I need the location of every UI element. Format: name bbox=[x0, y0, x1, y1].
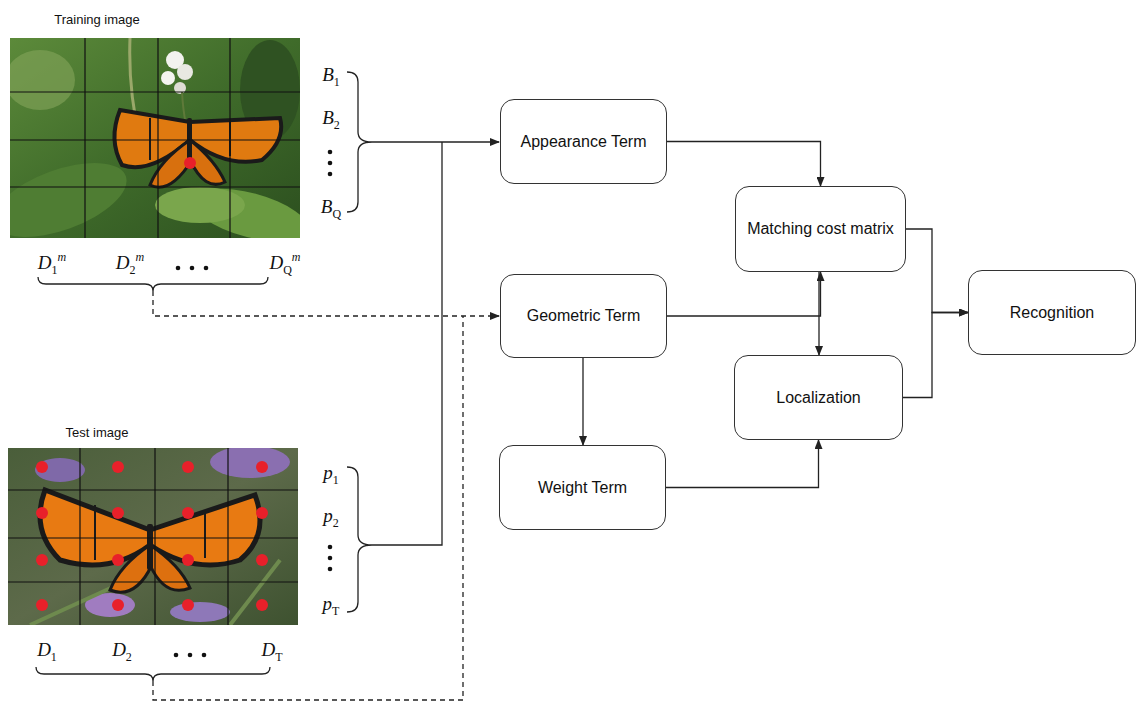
image-title: Test image bbox=[66, 425, 129, 440]
process-box: Matching cost matrix bbox=[735, 186, 906, 272]
connector-arrow bbox=[903, 313, 968, 398]
point-label: pT bbox=[323, 593, 340, 619]
box-text: Recognition bbox=[1010, 303, 1095, 322]
ellipsis-dots bbox=[174, 150, 333, 658]
box-text: Geometric Term bbox=[527, 306, 641, 325]
box-text: Localization bbox=[776, 388, 861, 407]
process-box: Recognition bbox=[968, 270, 1136, 355]
process-box: Appearance Term bbox=[500, 99, 667, 184]
descriptor-label: D1m bbox=[38, 250, 66, 277]
sample-points bbox=[36, 461, 268, 611]
test-photo bbox=[8, 448, 298, 625]
block-label: BQ bbox=[321, 196, 341, 222]
descriptor-label: D2 bbox=[112, 639, 132, 665]
process-box: Localization bbox=[734, 355, 903, 440]
image-title: Training image bbox=[54, 12, 140, 27]
connector-arrow bbox=[818, 272, 819, 355]
descriptor-label: DT bbox=[261, 639, 282, 665]
box-text: Weight Term bbox=[538, 478, 627, 497]
box-text: Matching cost matrix bbox=[747, 219, 894, 238]
process-box: Weight Term bbox=[499, 445, 666, 530]
point-label: p1 bbox=[323, 462, 339, 488]
brackets bbox=[36, 72, 372, 681]
input-wires bbox=[153, 142, 499, 700]
connector-arrow bbox=[667, 142, 821, 187]
process-box: Geometric Term bbox=[500, 274, 667, 358]
training-photo bbox=[10, 38, 300, 238]
descriptor-label: DQm bbox=[269, 250, 300, 277]
block-label: B2 bbox=[322, 107, 340, 133]
point-label: p2 bbox=[323, 505, 339, 531]
connector-arrow bbox=[582, 358, 583, 445]
connector-arrow bbox=[666, 440, 819, 488]
connector-arrow bbox=[667, 272, 821, 316]
block-label: B1 bbox=[322, 64, 340, 90]
connector-arrow bbox=[906, 229, 968, 313]
box-text: Appearance Term bbox=[521, 132, 647, 151]
descriptor-label: D2m bbox=[116, 250, 144, 277]
descriptor-label: D1 bbox=[37, 639, 57, 665]
